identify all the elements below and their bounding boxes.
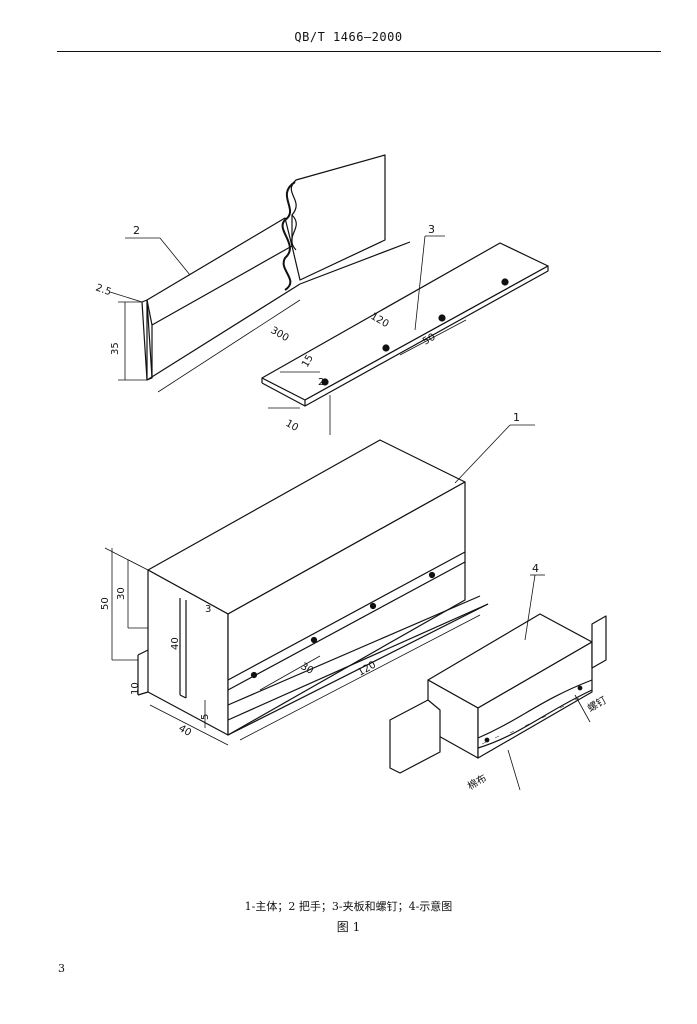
standard-code: QB/T 1466—2000: [294, 30, 403, 44]
dim-handle-thickness: 2.5: [94, 282, 113, 298]
dim-body-length: 120: [356, 660, 378, 679]
header-rule: [57, 51, 661, 52]
figure-title: 图 1: [336, 920, 361, 934]
dim-handle-height: 35: [110, 342, 121, 355]
label-screw: 螺钉: [586, 694, 609, 714]
dim-body-slot-depth: 40: [170, 637, 181, 650]
callout-4: 4: [532, 562, 539, 575]
clamp-plate-part: [261, 235, 549, 435]
dim-handle-length: 300: [269, 325, 291, 344]
dim-body-groove: 5: [200, 714, 211, 720]
dim-body-total-height: 50: [100, 597, 111, 610]
dim-body-lip: 3: [205, 604, 211, 615]
callout-3: 3: [428, 223, 435, 236]
callout-2: 2: [133, 224, 140, 237]
page-header: QB/T 1466—2000: [0, 30, 697, 52]
main-body-part: [104, 424, 535, 746]
label-cloth: 棉布: [465, 771, 489, 792]
schematic-part: [389, 574, 607, 791]
handle-part: [109, 154, 411, 393]
dim-plate-end: 10: [284, 418, 301, 434]
page-number: 3: [58, 962, 65, 975]
figure-caption: 1-主体；2 把手；3-夹板和螺钉；4-示意图: [244, 900, 453, 913]
dim-body-bottom: 10: [130, 682, 141, 695]
dim-plate-offset: 2: [318, 377, 324, 388]
dim-body-upper: 30: [116, 587, 127, 600]
callout-1: 1: [513, 411, 520, 424]
